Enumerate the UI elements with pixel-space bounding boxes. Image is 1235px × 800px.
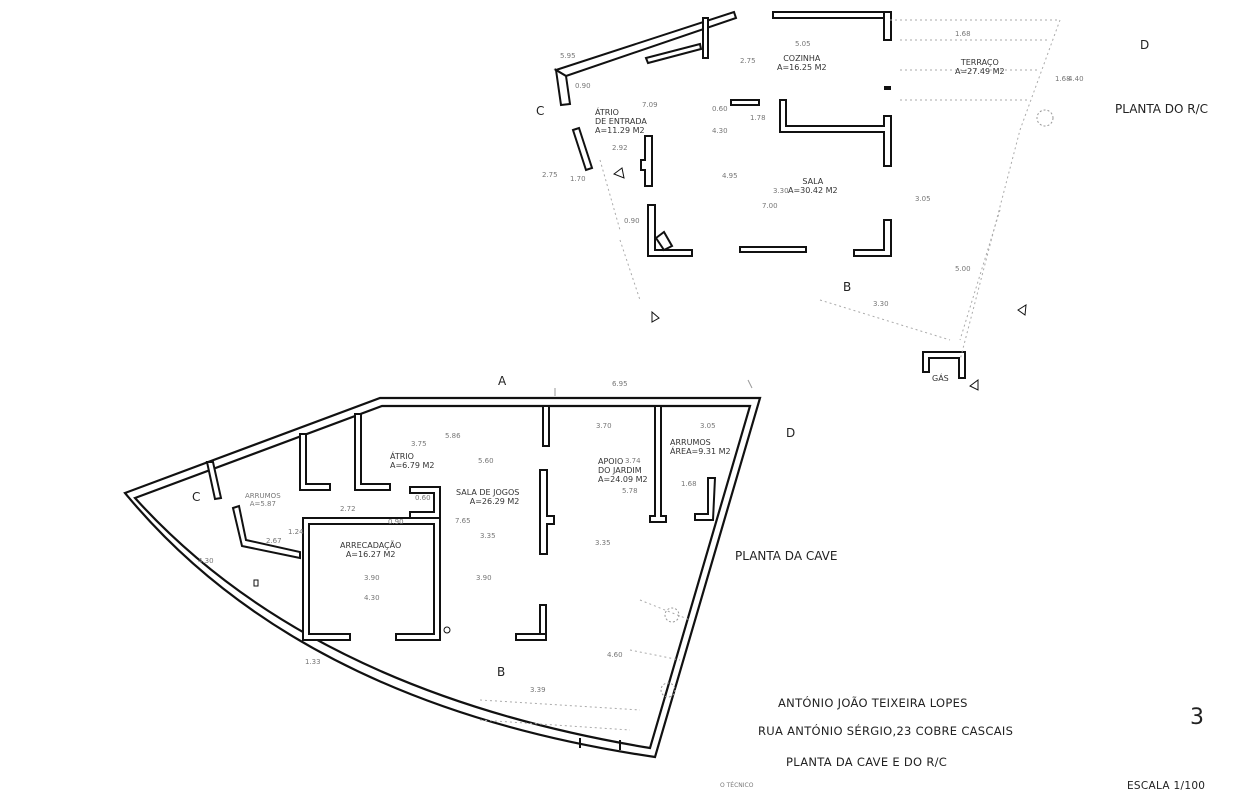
marker-b: B: [497, 665, 506, 679]
gas-label: GÁS: [932, 374, 949, 383]
marker-d: D: [786, 426, 796, 440]
sheet-number: 3: [1190, 705, 1204, 730]
lower-plan-walls: [123, 396, 762, 759]
scale: ESCALA 1/100: [1127, 780, 1206, 792]
upper-plan-walls: [553, 10, 1061, 396]
marker-b-upper: B: [843, 280, 852, 294]
address: RUA ANTÓNIO SÉRGIO,23 COBRE CASCAIS: [758, 724, 1014, 738]
signature: O TÉCNICO: [720, 782, 754, 789]
owner-name: ANTÓNIO JOÃO TEIXEIRA LOPES: [778, 696, 968, 710]
marker-c: C: [192, 490, 201, 504]
marker-c-upper: C: [536, 104, 545, 118]
marker-a: A: [498, 374, 507, 388]
drawing-title: PLANTA DA CAVE E DO R/C: [786, 755, 948, 769]
marker-d-upper: D: [1140, 38, 1150, 52]
lower-plan-title: PLANTA DA CAVE: [735, 549, 838, 563]
upper-plan-title: PLANTA DO R/C: [1115, 102, 1209, 116]
